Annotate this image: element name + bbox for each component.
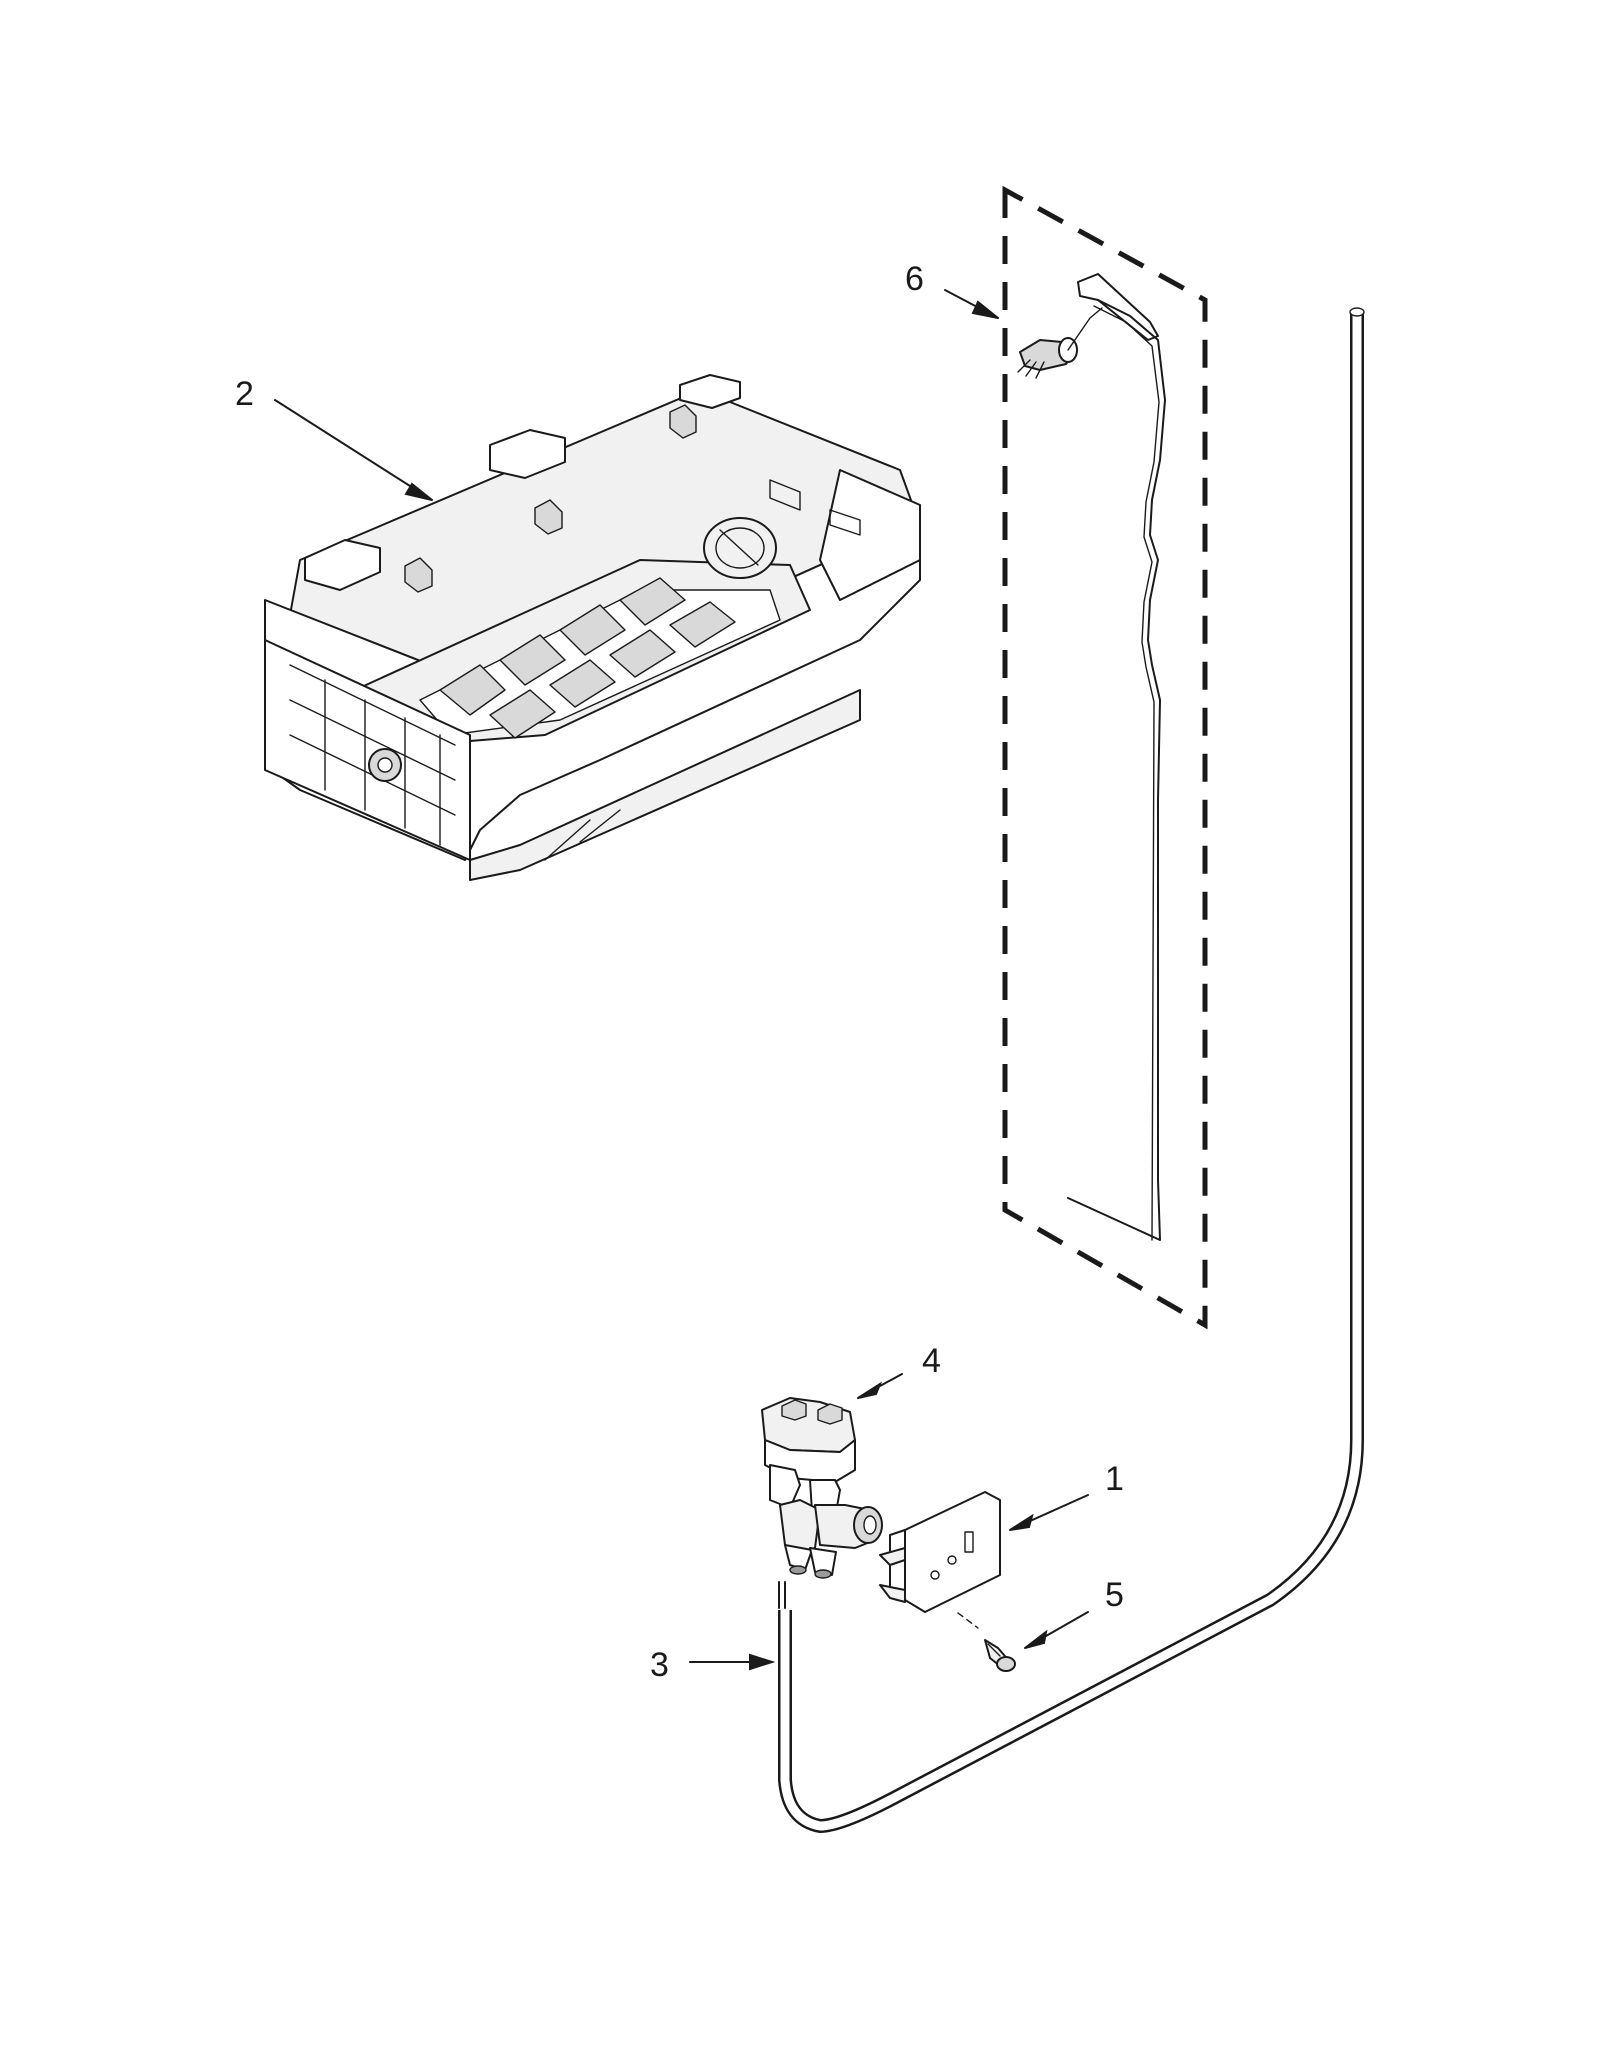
callout-6: 6 (905, 260, 924, 298)
callout-1: 1 (1105, 1460, 1124, 1498)
leader-4 (857, 1373, 903, 1399)
leader-3 (689, 1653, 776, 1671)
fill-tube-heater-assembly[interactable] (1002, 185, 1208, 1330)
callout-2: 2 (235, 375, 254, 413)
screw[interactable] (957, 1612, 1016, 1672)
leader-2 (274, 399, 433, 501)
ice-maker-assembly[interactable] (264, 374, 921, 881)
leader-6 (944, 289, 999, 319)
phantom-boundary (1002, 185, 1208, 1330)
leader-5 (1024, 1611, 1089, 1649)
water-valve[interactable] (761, 1397, 883, 1579)
water-tube[interactable] (778, 307, 1365, 1833)
callout-4: 4 (922, 1342, 941, 1380)
callout-5: 5 (1105, 1576, 1124, 1614)
leader-1 (1009, 1494, 1089, 1531)
callout-3: 3 (650, 1646, 669, 1684)
valve-bracket[interactable] (879, 1491, 1001, 1613)
